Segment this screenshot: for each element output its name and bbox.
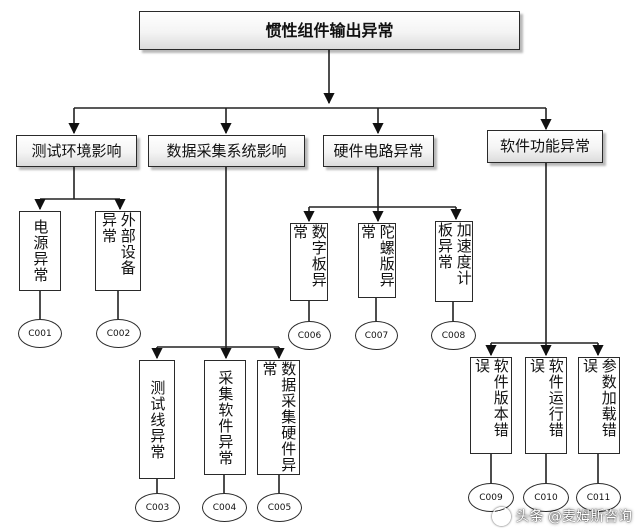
code-c003: C003: [135, 493, 180, 522]
root-node: 惯性组件输出异常: [139, 11, 520, 50]
fault-acquisition-hardware: 数据采集硬件异常: [257, 360, 300, 475]
fault-test-line: 测试线异常: [139, 360, 175, 479]
fault-parameter-loading: 参数加载错误: [578, 357, 620, 454]
code-c008: C008: [431, 321, 476, 350]
watermark: 头条 @麦姆斯咨询: [491, 506, 632, 526]
fault-digital-board: 数字板异常: [290, 223, 328, 301]
toutiao-logo-icon: [491, 506, 511, 526]
code-c010: C010: [523, 483, 569, 512]
code-c005: C005: [257, 493, 302, 522]
fault-gyro-board: 陀螺版异常: [358, 223, 396, 298]
category-software-function: 软件功能异常: [487, 130, 603, 163]
watermark-text: 头条 @麦姆斯咨询: [515, 509, 632, 525]
fault-power-supply: 电源异常: [19, 211, 61, 291]
code-c009: C009: [468, 483, 514, 512]
code-c007: C007: [355, 321, 398, 350]
category-hardware-circuit: 硬件电路异常: [323, 135, 434, 167]
category-data-acquisition: 数据采集系统影响: [148, 135, 305, 167]
fault-acquisition-software: 采集软件异常: [204, 360, 246, 475]
code-c011: C011: [576, 483, 621, 512]
fault-accelerometer-board: 加速度计板异常: [435, 221, 473, 302]
code-c006: C006: [288, 321, 331, 350]
code-c004: C004: [202, 493, 247, 522]
category-test-environment: 测试环境影响: [16, 135, 137, 167]
fault-software-version: 软件版本错误: [470, 357, 512, 454]
code-c002: C002: [96, 319, 141, 348]
fault-external-device: 外部设备异常: [95, 211, 141, 291]
fault-software-runtime: 软件运行错误: [525, 357, 567, 454]
code-c001: C001: [18, 319, 62, 348]
